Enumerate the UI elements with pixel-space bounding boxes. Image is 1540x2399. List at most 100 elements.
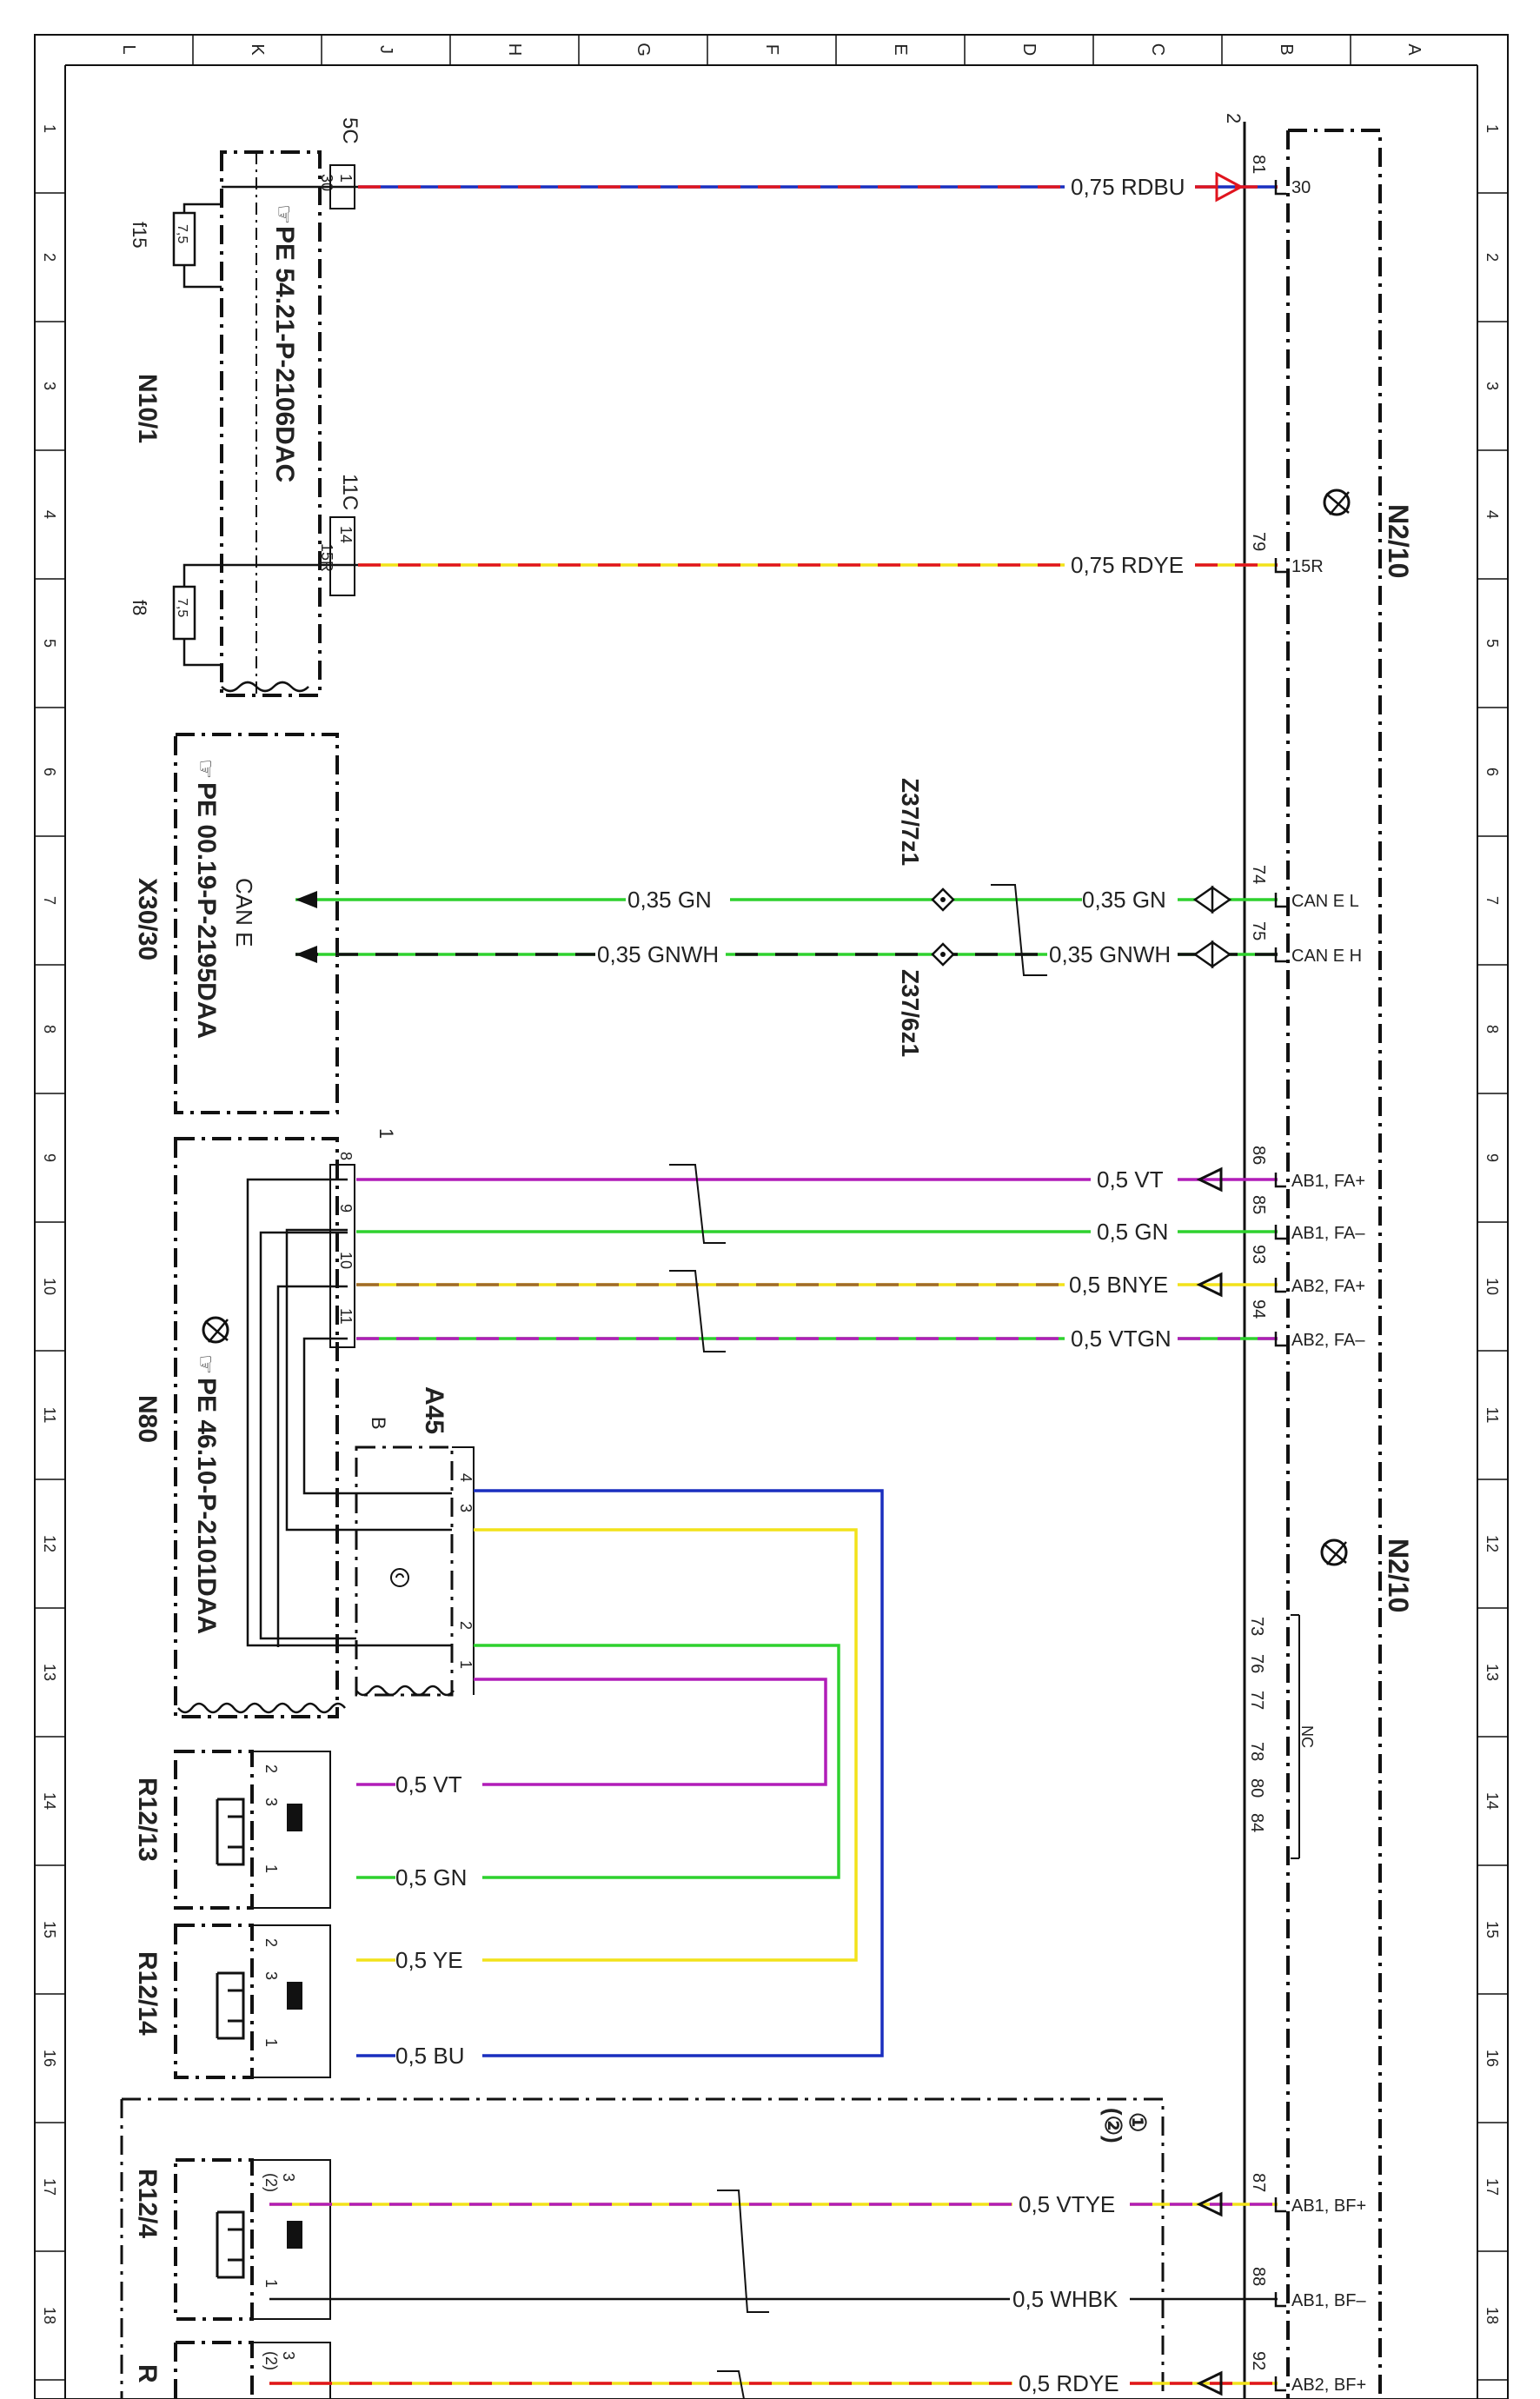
sensor-pin: 3 (262, 1971, 280, 1980)
n2-10-signal: 30 (1291, 178, 1311, 197)
pe-hand-icon: ☞ (193, 759, 219, 779)
sensor-pin: (2) (262, 2351, 280, 2370)
n2-10-pin-ticks (1274, 180, 1286, 2392)
wire-label: 0,75 RDYE (1071, 552, 1184, 578)
pin-30: 30 (318, 174, 335, 191)
col-letter: K (248, 43, 267, 56)
n2-10-pin: 85 (1249, 1195, 1268, 1214)
row-number-left: 1 (41, 124, 58, 133)
n2-10-pin: 86 (1249, 1146, 1268, 1165)
wire-label: 0,5 VT (1097, 1166, 1164, 1193)
row-number-right: 2 (1484, 253, 1501, 262)
col-letter: F (762, 44, 781, 55)
n2-10-signal: AB2, BF+ (1291, 2376, 1366, 2395)
n2-10-pin: 88 (1249, 2267, 1268, 2286)
nc-pin: 76 (1247, 1654, 1266, 1673)
row-number-left: 14 (41, 1792, 58, 1810)
row-number-right: 10 (1484, 1278, 1501, 1295)
row-number-left: 13 (41, 1664, 58, 1681)
row-number-left: 15 (41, 1921, 58, 1938)
row-number-right: 18 (1484, 2307, 1501, 2324)
col-letter: L (119, 44, 138, 54)
row-number-right: 12 (1484, 1535, 1501, 1552)
n80-pin: 11 (337, 1308, 355, 1325)
row-number-left: 11 (41, 1407, 58, 1424)
sensor-pin: 1 (262, 2038, 280, 2047)
n2-10-pin: 75 (1249, 921, 1268, 940)
component-label-r12-14: R12/14 (133, 1951, 162, 2036)
col-letter: E (891, 43, 910, 55)
wire-label: 0,5 BNYE (1069, 1272, 1168, 1298)
wire-label: 0,5 GN (1097, 1219, 1168, 1245)
can-e-label: CAN E (231, 878, 257, 947)
row-number-left: 2 (41, 253, 58, 262)
sensor-pin: 2 (262, 1764, 280, 1773)
can-connector-icons (1192, 885, 1232, 969)
bf1-plus-wire (269, 2191, 1278, 2217)
n2-10-pin: 93 (1249, 1245, 1268, 1264)
a45-pin: 1 (457, 1660, 475, 1669)
nc-label: NC (1298, 1725, 1316, 1748)
pin-15r: 15R (318, 543, 335, 572)
col-letter: A (1404, 43, 1424, 56)
component-label-r-bottom: R (133, 2364, 162, 2383)
n2-10-signal: CAN E H (1291, 947, 1362, 966)
n80-module (174, 1137, 355, 1718)
row-number-left: 16 (41, 2050, 58, 2067)
airbag-symbol-icon (1320, 1538, 1348, 1566)
n2-10-signal: AB1, BF+ (1291, 2196, 1366, 2216)
pe-reference: PE 46.10-P-2101DAA (192, 1378, 221, 1634)
fa1-plus-wire (356, 1166, 1278, 1193)
component-label-n80: N80 (133, 1395, 162, 1443)
fa2-plus-wire (356, 1272, 1278, 1298)
component-label-r12-4: R12/4 (133, 2169, 162, 2238)
n2-10-pin: 87 (1249, 2173, 1268, 2192)
sensor-pin: 2 (262, 1938, 280, 1947)
component-label-x30-30: X30/30 (133, 878, 162, 960)
component-label-r12-13: R12/13 (133, 1778, 162, 1862)
sensor-pin: 3 (280, 2173, 297, 2182)
row-number-left: 4 (41, 510, 58, 519)
a45-output-wires (356, 1489, 884, 2057)
row-number-right: 17 (1484, 2178, 1501, 2196)
splice-label: Z37/7z1 (897, 778, 924, 866)
component-label-a45: A45 (420, 1386, 448, 1434)
wire-label: 0,5 VT (395, 1771, 462, 1798)
row-number-left: 9 (41, 1153, 58, 1162)
fuse-value: 7,5 (175, 598, 189, 617)
r12-4-sensor (174, 2158, 331, 2321)
wire-label: 0,5 GN (395, 1864, 467, 1891)
pin-14: 14 (337, 526, 355, 543)
wire-label: 0,5 RDYE (1019, 2370, 1119, 2396)
n2-10-signal: AB1, BF– (1291, 2291, 1366, 2310)
a45-pin: 2 (457, 1621, 475, 1630)
pe-hand-icon: ☞ (271, 204, 297, 224)
nc-pin: 80 (1247, 1778, 1266, 1798)
row-number-left: 7 (41, 896, 58, 905)
row-number-left: 10 (41, 1278, 58, 1295)
row-number-right: 16 (1484, 2050, 1501, 2067)
pe-reference: PE 00.19-P-2195DAA (192, 782, 221, 1039)
nc-pin: 77 (1247, 1691, 1266, 1710)
row-number-left: 18 (41, 2307, 58, 2324)
wire-label: 0,5 VTYE (1019, 2191, 1115, 2217)
wire-label: 0,5 WHBK (1012, 2286, 1118, 2312)
a45-b-label: B (368, 1417, 389, 1430)
connector-label-11c: 11C (338, 474, 362, 510)
fuse-label: f8 (129, 600, 150, 615)
bf2-plus-wire (269, 2370, 1278, 2396)
col-letter: C (1148, 43, 1167, 56)
component-label-n2-10-top: N2/10 (1383, 504, 1414, 578)
row-number-left: 17 (41, 2178, 58, 2196)
row-number-right: 14 (1484, 1792, 1501, 1810)
row-number-right: 4 (1484, 510, 1501, 519)
splice-z37-6z1-icon (931, 942, 955, 967)
a45-pin: 3 (457, 1504, 475, 1512)
splice-z37-7z1-icon (931, 887, 955, 912)
col-letter: J (376, 45, 395, 54)
connector-label-1: 1 (375, 1128, 397, 1139)
n2-10-signal: AB2, FA– (1291, 1331, 1365, 1350)
n2-10-pin: 79 (1249, 532, 1268, 551)
col-letter: H (505, 43, 524, 56)
